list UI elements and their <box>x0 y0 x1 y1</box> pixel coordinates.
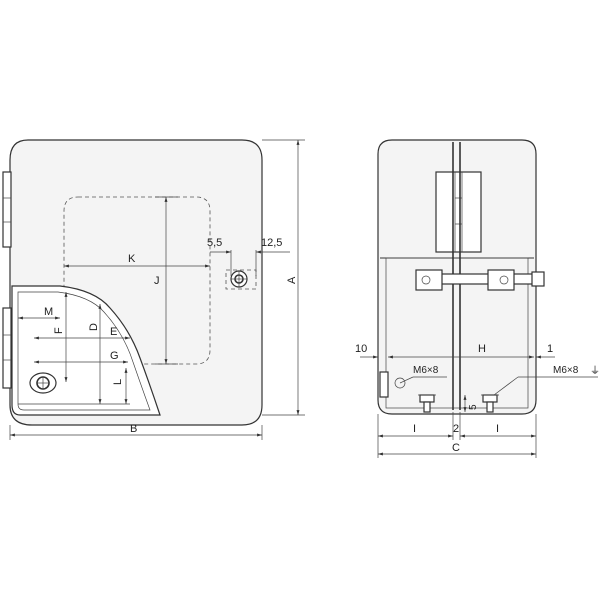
dim-label-5: 5 <box>468 404 479 410</box>
dim-label-12-5: 12,5 <box>261 237 282 249</box>
dim-label-2: 2 <box>453 423 459 435</box>
hinge-bottom <box>2 307 12 389</box>
dim-label-J: J <box>154 275 160 287</box>
dim-label-I-left: I <box>413 423 416 435</box>
dim-label-F: F <box>53 327 65 334</box>
bolt-label-right: M6×8 <box>553 365 579 376</box>
dim-label-K: K <box>128 253 136 265</box>
dim-label-G: G <box>110 350 119 362</box>
dim-label-10: 10 <box>355 343 367 355</box>
dim-label-C: C <box>452 442 460 454</box>
dim-label-A: A <box>286 276 298 284</box>
ground-icon: ⏚ <box>590 365 600 377</box>
dim-label-H: H <box>478 343 486 355</box>
dim-label-I-right: I <box>496 423 499 435</box>
dim-label-D: D <box>88 323 100 331</box>
dim-label-E: E <box>110 326 117 338</box>
bolt-right <box>481 394 499 413</box>
side-view: M6×8 M6×8 ⏚ 10 H 1 5 I 2 I C <box>355 139 600 458</box>
dim-label-1: 1 <box>547 343 553 355</box>
dim-label-5-5: 5,5 <box>207 237 222 249</box>
dim-label-M: M <box>44 306 53 318</box>
hinge-top <box>2 171 12 248</box>
bolt-left <box>418 394 436 413</box>
dim-label-B: B <box>130 423 137 435</box>
side-bracket <box>379 371 389 398</box>
hinge-plate <box>435 171 482 253</box>
inner-opening-dashed <box>63 196 211 365</box>
front-view: K J 5,5 12,5 A B M F D E G <box>2 139 305 440</box>
dim-label-L: L <box>112 379 124 385</box>
bolt-label-left: M6×8 <box>413 365 439 376</box>
